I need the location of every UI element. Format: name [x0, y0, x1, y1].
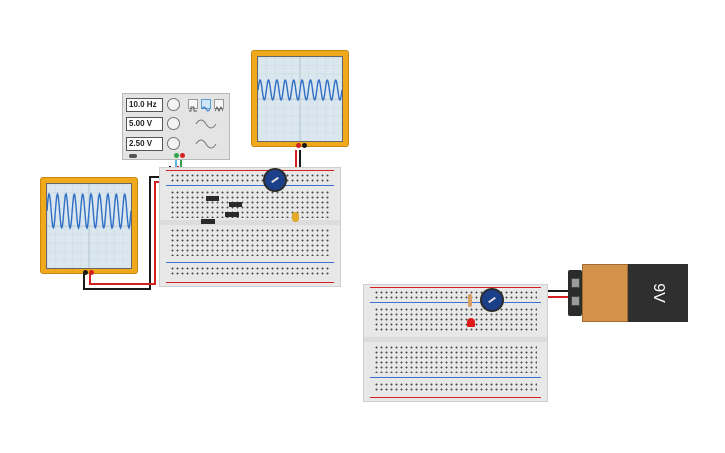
fgen-terminal-black[interactable] — [129, 154, 137, 158]
dc-offset-display[interactable]: 2.50 V — [126, 137, 163, 151]
terminal-strip-holes — [374, 345, 537, 373]
power-rail-blue — [370, 377, 541, 378]
center-channel — [160, 220, 340, 225]
power-rail-blue — [166, 185, 334, 186]
frequency-knob[interactable] — [167, 98, 180, 111]
terminal-strip-holes — [374, 307, 537, 333]
triangle-wave-icon[interactable] — [214, 99, 224, 113]
square-wave-icon[interactable] — [188, 99, 198, 112]
scope-probe-red[interactable] — [89, 270, 94, 275]
power-rail-holes — [170, 173, 330, 183]
power-rail-red — [166, 170, 334, 171]
center-channel — [364, 337, 547, 342]
waveform-trace — [258, 57, 342, 141]
power-rail-holes — [170, 266, 330, 276]
power-rail-holes — [374, 290, 537, 300]
sine-wave-icon[interactable] — [201, 99, 211, 112]
sine-glyph — [195, 139, 217, 149]
battery-9v[interactable]: 9V — [568, 264, 688, 322]
potentiometer[interactable] — [480, 288, 504, 312]
potentiometer[interactable] — [263, 168, 287, 192]
diode[interactable] — [201, 219, 215, 224]
resistor[interactable] — [468, 294, 472, 307]
led-red[interactable] — [467, 318, 475, 327]
capacitor[interactable] — [292, 212, 299, 222]
battery-label: 9V — [650, 283, 667, 303]
diode[interactable] — [229, 202, 242, 207]
breadboard-left[interactable] — [159, 167, 341, 287]
fgen-terminal-green[interactable] — [174, 153, 179, 158]
scope-probe-black[interactable] — [83, 270, 88, 275]
terminal-strip-holes — [170, 228, 330, 256]
battery-connector — [568, 270, 582, 316]
scope-probe-red[interactable] — [296, 143, 301, 148]
amplitude-display[interactable]: 5.00 V — [126, 117, 163, 131]
waveform-trace — [47, 184, 131, 268]
breadboard-right[interactable] — [363, 284, 548, 402]
battery-terminal-negative[interactable] — [571, 278, 580, 288]
power-rail-red — [370, 397, 541, 398]
frequency-display[interactable]: 10.0 Hz — [126, 98, 163, 112]
power-rail-red — [166, 282, 334, 283]
oscilloscope-left[interactable] — [40, 177, 138, 275]
power-rail-holes — [374, 382, 537, 392]
battery-cap — [582, 264, 628, 322]
function-generator[interactable]: 10.0 Hz 5.00 V 2.50 V — [122, 93, 230, 160]
fgen-terminal-red[interactable] — [180, 153, 185, 158]
dc-offset-knob[interactable] — [167, 137, 180, 150]
power-rail-blue — [166, 262, 334, 263]
power-rail-red — [370, 287, 541, 288]
oscilloscope-screen — [257, 56, 343, 142]
battery-body — [628, 264, 688, 322]
terminal-strip-holes — [170, 190, 330, 218]
scope-probe-black[interactable] — [302, 143, 307, 148]
oscilloscope-top[interactable] — [251, 50, 349, 148]
power-rail-blue — [370, 302, 541, 303]
amplitude-knob[interactable] — [167, 117, 180, 130]
diode[interactable] — [206, 196, 219, 201]
diode[interactable] — [225, 212, 239, 217]
sine-glyph — [195, 119, 217, 129]
battery-terminal-positive[interactable] — [571, 296, 580, 306]
oscilloscope-screen — [46, 183, 132, 269]
